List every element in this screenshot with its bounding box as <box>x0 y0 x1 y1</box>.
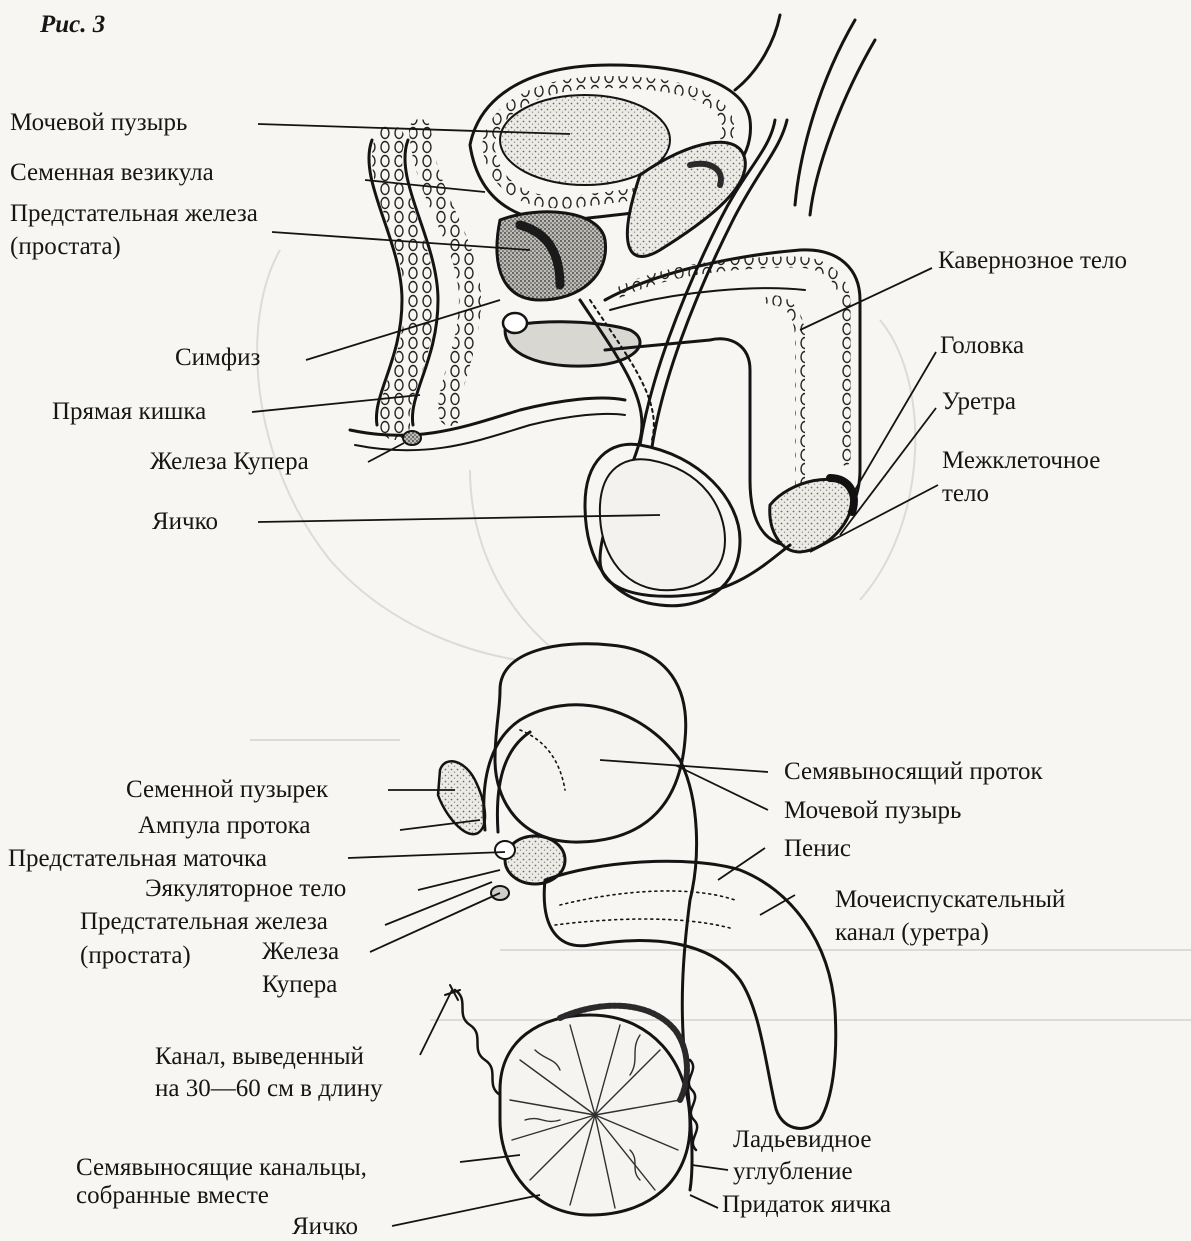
label-testis-top: Яичко <box>152 507 218 536</box>
label-ejaculatory-body: Эякуляторное тело <box>145 874 346 903</box>
label-intercellular-body-line1: Межклеточное <box>942 446 1100 475</box>
label-canal-line1: Канал, выведенный <box>155 1042 364 1071</box>
top-sagittal-section <box>350 15 875 606</box>
label-intercellular-body-line2: тело <box>942 479 989 508</box>
label-rectum: Прямая кишка <box>52 397 206 426</box>
label-cowper-gland-top: Железа Купера <box>150 447 309 476</box>
label-urethra-bottom-line2: канал (уретра) <box>835 918 989 947</box>
label-prostate-bottom-line2: (простата) <box>80 941 191 970</box>
label-urethra-bottom-line1: Мочеиспускательный <box>835 885 1065 914</box>
label-cowper-bottom-line2: Купера <box>262 970 337 999</box>
label-efferent-ducts-line1: Семявыносящие канальцы, <box>76 1153 367 1182</box>
label-testis-bottom: Яичко <box>292 1212 358 1241</box>
label-bladder-top: Мочевой пузырь <box>10 108 187 137</box>
label-navicular-line2: углубление <box>733 1157 853 1186</box>
label-cowper-bottom-line1: Железа <box>262 937 339 966</box>
label-epididymis: Придаток яичка <box>722 1190 891 1219</box>
label-urethra-top: Уретра <box>942 387 1016 416</box>
label-prostatic-utricle: Предстательная маточка <box>8 844 267 873</box>
label-seminal-vesicle-bottom: Семенной пузырек <box>126 775 328 804</box>
label-ampulla: Ампула протока <box>138 811 311 840</box>
label-prostate-bottom-line1: Предстательная железа <box>80 907 328 936</box>
label-bladder-bottom: Мочевой пузырь <box>784 796 961 825</box>
label-vas-deferens: Семявыносящий проток <box>784 757 1043 786</box>
label-navicular-line1: Ладьевидное <box>733 1125 871 1154</box>
label-efferent-ducts-line2: собранные вместе <box>76 1181 269 1210</box>
label-symphysis: Симфиз <box>175 343 260 372</box>
label-prostate-top-line1: Предстательная железа <box>10 199 258 228</box>
label-cavernous-body: Кавернозное тело <box>938 246 1127 275</box>
label-glans: Головка <box>940 331 1024 360</box>
figure-label: Рис. 3 <box>40 10 105 39</box>
label-prostate-top-line2: (простата) <box>10 232 121 261</box>
label-canal-line2: на 30—60 см в длину <box>155 1074 383 1103</box>
label-penis: Пенис <box>784 834 851 863</box>
label-seminal-vesicle-top: Семенная везикула <box>10 158 214 187</box>
